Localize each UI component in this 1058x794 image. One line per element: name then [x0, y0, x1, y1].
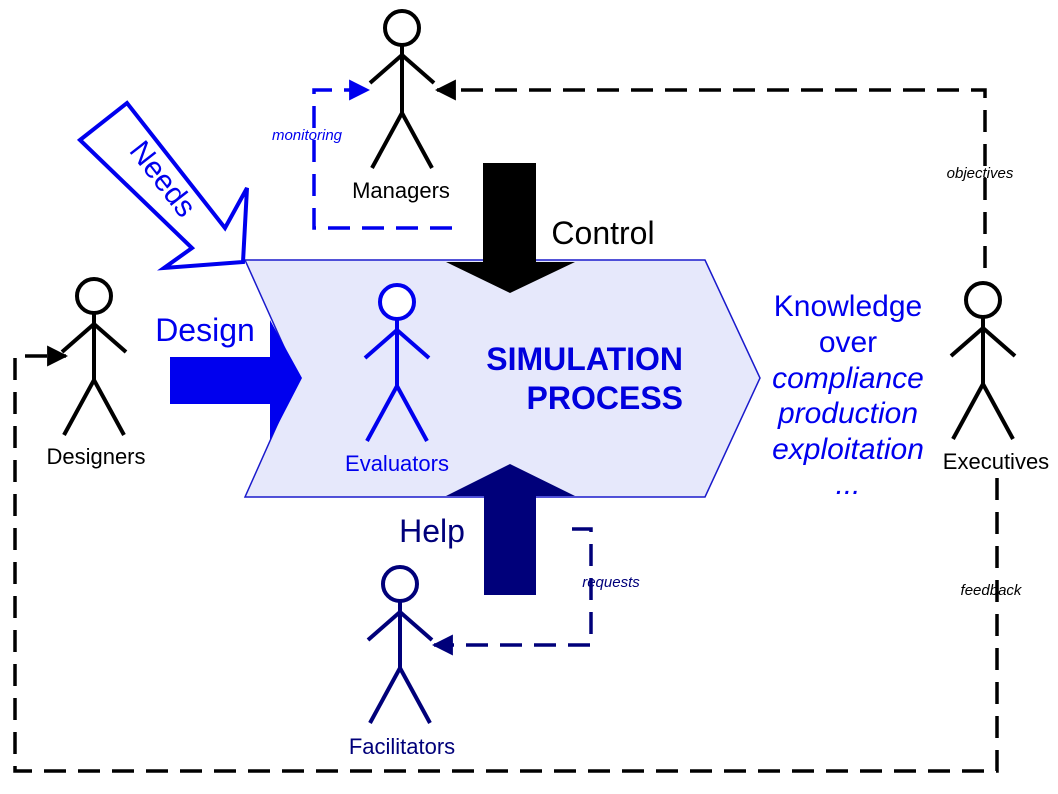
process-title-line1: SIMULATION: [486, 341, 683, 377]
facilitators-label: Facilitators: [349, 734, 455, 759]
monitoring-flow-line: [312, 79, 452, 230]
output-line-production: production: [777, 397, 918, 430]
output-line-knowledge: Knowledge: [774, 290, 922, 323]
control-label: Control: [551, 215, 654, 251]
objectives-label: objectives: [947, 165, 1014, 182]
design-label: Design: [155, 312, 255, 348]
evaluators-figure: [363, 283, 431, 442]
help-arrow: [446, 464, 575, 595]
help-label: Help: [399, 513, 465, 549]
requests-flow-line: [431, 527, 593, 656]
managers-label: Managers: [352, 178, 450, 203]
feedback-flow-line: [13, 345, 999, 773]
designers-label: Designers: [46, 444, 145, 469]
evaluators-label: Evaluators: [345, 451, 449, 476]
managers-figure: [368, 9, 436, 169]
process-title-line2: PROCESS: [527, 380, 683, 416]
objectives-flow-line: [434, 79, 987, 268]
output-line-exploitation: exploitation: [772, 433, 924, 466]
control-arrow: [446, 163, 575, 293]
designers-figure: [60, 277, 128, 436]
executives-label: Executives: [943, 449, 1049, 474]
output-line-compliance: compliance: [772, 362, 924, 395]
output-line-over: over: [819, 326, 877, 359]
requests-label: requests: [582, 574, 640, 591]
feedback-label: feedback: [961, 582, 1023, 599]
process-chevron: [243, 259, 761, 498]
design-arrow: [170, 320, 302, 440]
executives-figure: [949, 281, 1017, 440]
monitoring-label: monitoring: [272, 127, 343, 144]
needs-arrow: [76, 100, 249, 271]
output-line-ellipsis: ...: [835, 468, 860, 501]
facilitators-figure: [366, 565, 434, 724]
